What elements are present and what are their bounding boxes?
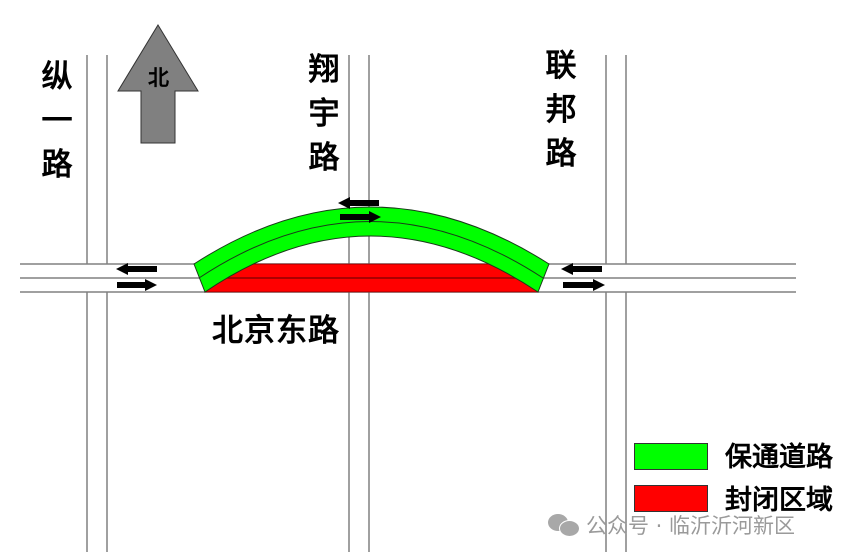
road-label-zongyi: 纵 一 路 (41, 59, 73, 183)
two-way-arrow-detour (338, 197, 381, 223)
road-label-beijing-east: 北京东路 (212, 313, 340, 349)
road-label-xiangyu: 翔 宇 路 (308, 52, 340, 176)
north-arrow-icon (117, 24, 199, 144)
two-way-arrow-right (561, 263, 605, 291)
legend-label-detour: 保通道路 (725, 442, 833, 473)
legend-swatch-detour (634, 443, 708, 470)
legend-label-closed: 封闭区域 (725, 485, 833, 516)
watermark-text: 公众号 · 临沂沂河新区 (586, 514, 796, 538)
wechat-icon (548, 514, 580, 537)
detour-road (193, 206, 550, 293)
legend-swatch-closed (634, 485, 708, 512)
vertical-road-lines (86, 55, 627, 552)
two-way-arrow-left (116, 263, 157, 291)
north-label: 北 (148, 66, 169, 90)
road-label-lianbang: 联 邦 路 (545, 48, 577, 172)
watermark: 公众号 · 临沂沂河新区 (548, 510, 795, 540)
